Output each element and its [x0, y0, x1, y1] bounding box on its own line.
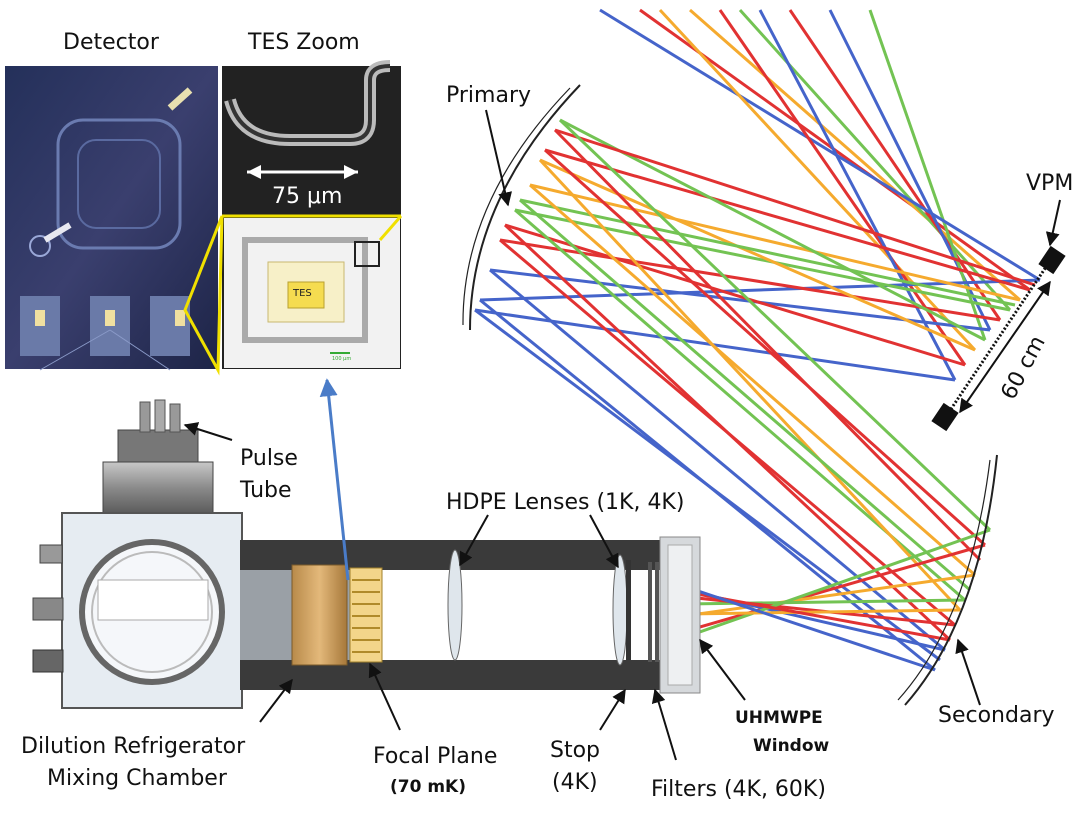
- detector-image: [5, 66, 218, 371]
- detector-label: Detector: [63, 30, 159, 55]
- cryostat: [32, 399, 701, 709]
- uhmwpe-label-line1: UHMWPE: [735, 708, 823, 728]
- focal-plane-to-detector-arrow: [319, 378, 350, 581]
- tes-chip-label: TES: [293, 288, 312, 299]
- focal-plane-feedhorns: [349, 567, 383, 663]
- focal-temp-label: (70 mK): [390, 777, 467, 797]
- primary-mirror: [462, 84, 581, 331]
- scale-bar-label: 100 μm: [332, 356, 352, 362]
- vpm-grid: [931, 245, 1066, 432]
- dilution-label-line2: Mixing Chamber: [47, 766, 227, 791]
- tes-zoom-image: [183, 60, 403, 376]
- lens-4k: [612, 554, 628, 666]
- scale-75um-label: 75 μm: [272, 184, 343, 209]
- lens-1k: [447, 549, 463, 661]
- rays-vpm-to-primary: [474, 118, 1041, 382]
- rays-sky-to-vpm: [599, 8, 1041, 381]
- primary-label: Primary: [446, 83, 532, 108]
- filters-label: Filters (4K, 60K): [651, 777, 826, 802]
- focal-plane-label: Focal Plane: [373, 744, 498, 769]
- vpm-label: VPM: [1026, 171, 1074, 196]
- secondary-mirror: [897, 454, 998, 706]
- rays-primary-to-secondary: [474, 118, 992, 672]
- secondary-label: Secondary: [938, 703, 1055, 728]
- stop-label-line1: Stop: [550, 738, 601, 763]
- tes-zoom-label: TES Zoom: [248, 30, 360, 55]
- uhmwpe-label-line2: Window: [753, 736, 830, 756]
- pointer-arrows: [183, 109, 1061, 761]
- hdpe-lenses-label: HDPE Lenses (1K, 4K): [446, 490, 685, 515]
- pulse-tube-label-line2: Tube: [240, 478, 292, 503]
- dilution-label-line1: Dilution Refrigerator: [21, 734, 246, 759]
- stop-label-line2: (4K): [552, 770, 598, 795]
- pulse-tube-label-line1: Pulse: [240, 446, 298, 471]
